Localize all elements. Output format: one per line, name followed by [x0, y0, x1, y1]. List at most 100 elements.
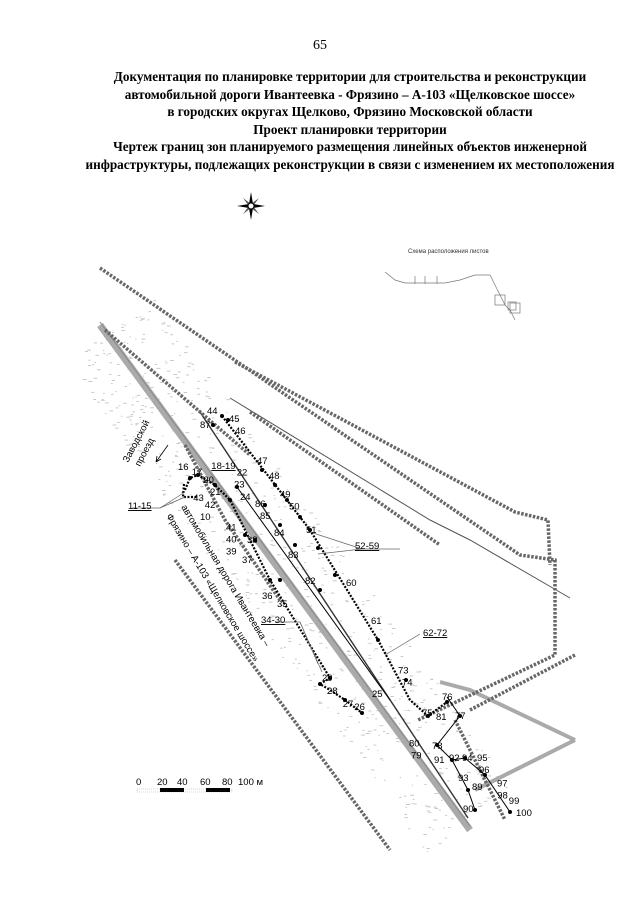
vertex-point	[235, 485, 239, 489]
vertex-point	[263, 503, 267, 507]
point-label: 94	[462, 753, 473, 764]
vertex-point	[435, 743, 439, 747]
scale-tick-label: 20	[157, 777, 168, 788]
vertex-point	[253, 538, 257, 542]
scale-tick-label: 80	[222, 777, 233, 788]
vertex-point	[188, 476, 192, 480]
property-line	[229, 397, 571, 599]
compass-rose-icon	[237, 192, 265, 220]
road	[97, 322, 473, 833]
vertex-point	[278, 578, 282, 582]
title-line: в городских округах Щелково, Фрязино Мос…	[167, 104, 533, 119]
point-label: 44	[207, 406, 218, 417]
title-line: инфраструктуры, подлежащих реконструкции…	[85, 156, 615, 172]
vertex-point	[285, 498, 289, 502]
point-label: 24	[240, 492, 251, 503]
point-label: 83	[288, 550, 299, 561]
point-label: 86	[255, 499, 266, 510]
vertex-point	[220, 414, 224, 418]
point-label: 40	[226, 534, 237, 545]
point-label: 22	[237, 468, 248, 479]
point-label: 27	[343, 699, 354, 710]
direction-arrow-icon	[155, 444, 169, 463]
inset-title: Схема расположения листов	[408, 249, 489, 255]
vertex-point	[260, 468, 264, 472]
point-label: 79	[411, 751, 422, 762]
point-label: 42	[205, 500, 216, 511]
point-label: 98	[497, 791, 508, 802]
road-axis-line	[199, 411, 469, 819]
point-label: 34-30	[261, 615, 285, 626]
vertex-point	[243, 533, 247, 537]
vertex-point	[343, 698, 347, 702]
point-label: 45	[229, 414, 240, 425]
vertex-point	[316, 546, 320, 550]
vertex-point	[328, 676, 332, 680]
point-label: 39	[226, 546, 237, 557]
vertex-point	[278, 523, 282, 527]
point-label: 18-19	[211, 461, 235, 472]
vertex-point	[360, 711, 364, 715]
point-label: 62-72	[423, 628, 447, 639]
scale-tick-label: 0	[136, 777, 141, 788]
point-label: 48	[269, 471, 280, 482]
point-label: 93	[458, 773, 469, 784]
point-label: 91	[434, 755, 445, 766]
point-label: 49	[280, 490, 291, 501]
title-line: Документация по планировке территории дл…	[113, 69, 587, 84]
point-label: 78	[432, 741, 443, 752]
vertex-point	[211, 423, 215, 427]
point-label: 87	[200, 420, 211, 431]
point-label: 17	[192, 467, 203, 478]
leader-lines	[132, 491, 421, 673]
point-label: 92	[449, 753, 460, 764]
point-label: 28	[327, 686, 338, 697]
point-label: 52-59	[355, 541, 379, 552]
point-label: 36	[262, 591, 273, 602]
vertex-point	[508, 810, 512, 814]
point-label: 75	[422, 708, 433, 719]
vertex-point	[450, 758, 454, 762]
sheet-layout-scheme	[384, 271, 521, 321]
vertex-point	[298, 515, 302, 519]
vertex-point	[268, 578, 272, 582]
vertex-point	[463, 756, 467, 760]
point-label: 74	[402, 678, 413, 689]
vertex-point	[483, 773, 487, 777]
point-label: 50	[289, 502, 300, 513]
point-label: 26	[354, 702, 365, 713]
point-label: 76	[442, 692, 453, 703]
document-title: Документация по планировке территории дл…	[60, 68, 640, 173]
title-line: Чертеж границ зон планируемого размещени…	[113, 139, 587, 154]
point-label: 85	[260, 511, 271, 522]
point-label: 51	[306, 525, 317, 536]
point-label: 77	[455, 711, 466, 722]
point-label: 20	[203, 475, 214, 486]
point-label: 96	[479, 765, 490, 776]
point-label: 29	[322, 673, 333, 684]
title-line: автомобильной дороги Ивантеевка - Фрязин…	[124, 86, 576, 102]
title-line: Проект планировки территории	[253, 121, 447, 137]
vertex-point	[473, 808, 477, 812]
point-label: 21	[210, 487, 221, 498]
point-label: 97	[497, 779, 508, 790]
vertex-point	[226, 418, 230, 422]
point-label: 25	[372, 689, 383, 700]
vertex-point	[466, 788, 470, 792]
vertex-points	[188, 414, 512, 814]
point-label: 43	[193, 493, 204, 504]
point-label: 23	[234, 480, 245, 491]
point-label: 89	[472, 782, 483, 793]
point-label: 10	[200, 512, 211, 523]
point-label: 82	[305, 576, 316, 587]
zone-boundary	[99, 266, 576, 852]
point-label: 84	[274, 528, 285, 539]
vertex-point	[318, 682, 322, 686]
point-label: 95	[477, 753, 488, 764]
vertex-point	[213, 483, 217, 487]
vertex-point	[228, 498, 232, 502]
point-label: 81	[436, 712, 447, 723]
point-label: 16	[178, 462, 189, 473]
